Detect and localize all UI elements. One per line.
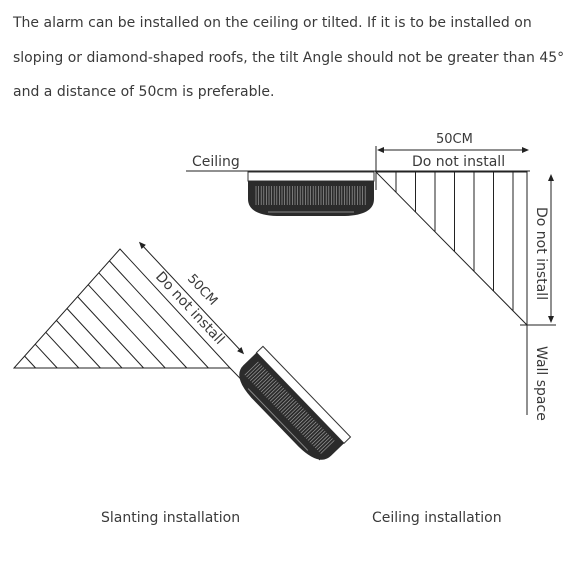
hatch-line — [266, 384, 281, 398]
slant-detector-vent-grille — [244, 361, 335, 454]
hatch-line — [258, 376, 274, 391]
hatch-line — [307, 427, 322, 441]
hatch-line — [282, 400, 297, 415]
hatch-line — [264, 382, 279, 396]
hatch-line — [24, 355, 36, 369]
slant-dimension-arrow — [138, 241, 245, 355]
hatch-line — [286, 404, 301, 419]
hatch-line — [296, 415, 312, 430]
hatch-line — [300, 419, 315, 434]
hatch-line — [302, 421, 317, 436]
hatch-line — [257, 374, 272, 389]
hatch-line — [87, 284, 166, 369]
hatch-line — [269, 387, 284, 402]
hatch-line — [45, 331, 80, 369]
hatch-line — [260, 378, 275, 393]
ceiling-label: Ceiling — [192, 154, 240, 170]
hatch-line — [291, 410, 306, 424]
hatch-line — [244, 361, 259, 376]
ceiling-installation-figure: Ceiling 50CM Do not install Do not insta… — [186, 132, 556, 526]
intro-paragraph: The alarm can be installed on the ceilin… — [13, 15, 565, 100]
dimension-label: 50CM — [436, 132, 473, 147]
hatch-line — [34, 343, 58, 369]
hatch-line — [284, 402, 299, 417]
hatch-line — [320, 440, 335, 454]
hatch-line — [56, 320, 101, 369]
hatch-line — [293, 412, 308, 426]
hatch-line — [255, 372, 270, 387]
slanting-installation-caption: Slanting installation — [101, 510, 240, 526]
hatch-line — [271, 389, 286, 404]
hatch-line — [253, 370, 268, 385]
slant-smoke-detector — [239, 345, 352, 460]
hatch-line — [278, 397, 294, 411]
hatch-line — [314, 434, 330, 449]
hatch-line — [275, 393, 290, 408]
hatch-line — [277, 395, 292, 409]
hatch-line — [77, 296, 144, 369]
do-not-install-label-horizontal: Do not install — [412, 154, 505, 170]
hatch-line — [251, 369, 266, 383]
hatch-line — [313, 432, 328, 447]
hatch-line — [246, 363, 261, 378]
hatch-line — [305, 425, 321, 439]
detector-vent-grille — [255, 186, 366, 205]
hatch-line — [295, 413, 310, 428]
hatch-line — [304, 423, 319, 438]
hatch-line — [298, 417, 313, 432]
ceiling-smoke-detector — [247, 171, 375, 216]
do-not-install-zone — [374, 171, 528, 327]
hatch-line — [268, 385, 283, 400]
hatch-line — [280, 399, 295, 413]
hatch-line — [311, 430, 326, 445]
ceiling-installation-caption: Ceiling installation — [372, 510, 502, 526]
hatch-line — [309, 428, 324, 443]
hatch-line — [318, 438, 333, 453]
hatch-line — [289, 408, 304, 423]
wall-space-label: Wall space — [533, 346, 549, 421]
hatch-line — [249, 367, 265, 381]
hatch-line — [248, 365, 263, 380]
do-not-install-label-vertical: Do not install — [533, 207, 549, 300]
hatch-line — [262, 380, 277, 395]
zone-hatching — [395, 172, 514, 311]
slanting-installation-figure: 50CM Do not install Wall space Slanting … — [12, 241, 352, 526]
hatch-line — [66, 308, 123, 369]
hatch-line — [287, 406, 303, 421]
hatch-line — [273, 391, 288, 406]
hatch-line — [316, 436, 331, 451]
